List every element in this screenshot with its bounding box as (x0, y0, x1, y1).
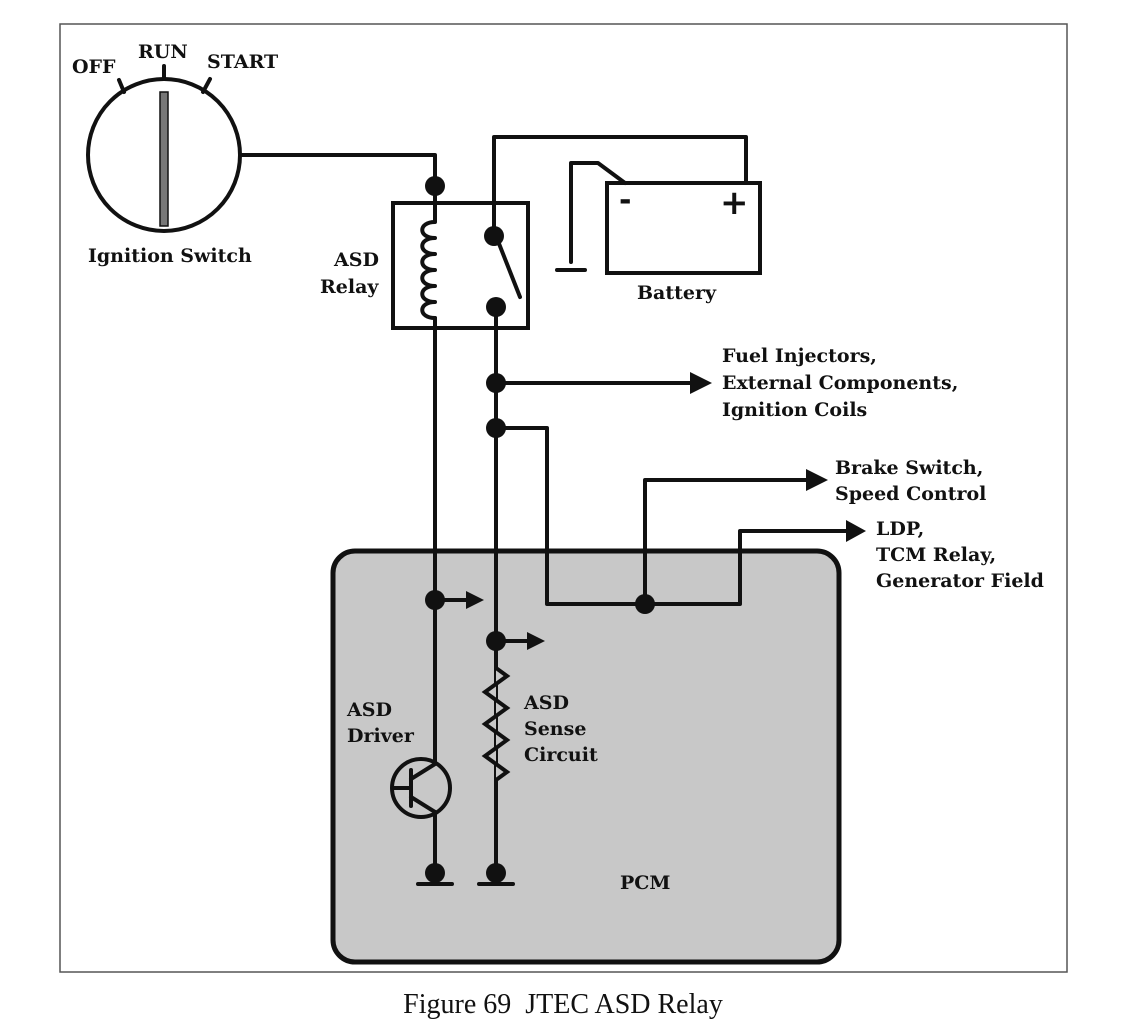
relay-coil (420, 184, 437, 332)
ignition-key-slot (159, 91, 169, 227)
relay-label-line2: Relay (320, 276, 379, 298)
junction-dot-relay-input (425, 176, 445, 196)
asd-sense-label-line1: ASD (523, 692, 569, 714)
ignition-switch-label: Ignition Switch (88, 245, 252, 267)
asd-sense-label-line2: Sense (524, 718, 586, 740)
figure-caption: Figure 69 JTEC ASD Relay (403, 989, 723, 1020)
wire-battery-to-relay (492, 135, 748, 238)
output-ldp-line2: TCM Relay, (876, 544, 996, 566)
ignition-switch: OFF RUN START Ignition Switch (72, 41, 278, 267)
junction-dot-output-2 (486, 418, 506, 438)
junction-dot-driver-sense (425, 590, 445, 610)
ldp-arrow (846, 520, 866, 542)
battery-body (605, 181, 762, 275)
battery-label: Battery (637, 282, 717, 304)
battery-ground-wire (569, 161, 627, 264)
brake-switch-arrow (806, 469, 828, 491)
junction-dot-contact-bottom (486, 297, 506, 317)
asd-sense-label-line3: Circuit (524, 744, 598, 766)
junction-dot-driver-ground (425, 863, 445, 883)
output-brake-line2: Speed Control (835, 483, 986, 505)
driver-sense-arrow (466, 591, 484, 609)
junction-dot-bus (635, 594, 655, 614)
battery: - + Battery (555, 161, 762, 304)
asd-driver-transistor (390, 757, 452, 819)
sense-resistor (481, 656, 511, 800)
relay-sense-arrow (527, 632, 545, 650)
pcm-label: PCM (620, 872, 670, 894)
battery-plus-sign: + (720, 183, 749, 223)
wire-switch-to-relay (238, 153, 437, 188)
output-fuel-injectors-line1: Fuel Injectors, (722, 345, 877, 367)
battery-minus-sign: - (619, 183, 631, 218)
junction-dot-sense-ground (486, 863, 506, 883)
asd-driver-label-line2: Driver (347, 725, 415, 747)
switch-position-run: RUN (138, 41, 188, 63)
relay-label-line1: ASD (333, 249, 379, 271)
switch-position-start: START (207, 51, 278, 73)
asd-driver-label-line1: ASD (346, 699, 392, 721)
output-ldp-line1: LDP, (876, 518, 924, 540)
junction-dot-output-1 (486, 373, 506, 393)
fuel-injectors-arrow (690, 372, 712, 394)
pcm-box (330, 548, 842, 965)
output-ldp-line3: Generator Field (876, 570, 1044, 592)
switch-position-off: OFF (72, 56, 116, 78)
relay-contact-arm (494, 234, 522, 299)
asd-relay: ASD Relay (320, 184, 530, 332)
output-brake-line1: Brake Switch, (835, 457, 983, 479)
output-fuel-injectors-line3: Ignition Coils (722, 399, 867, 421)
junction-dot-relay-sense (486, 631, 506, 651)
junction-dot-contact-top (484, 226, 504, 246)
wire-to-brake-switch (643, 478, 812, 606)
output-fuel-injectors-line2: External Components, (722, 372, 958, 394)
